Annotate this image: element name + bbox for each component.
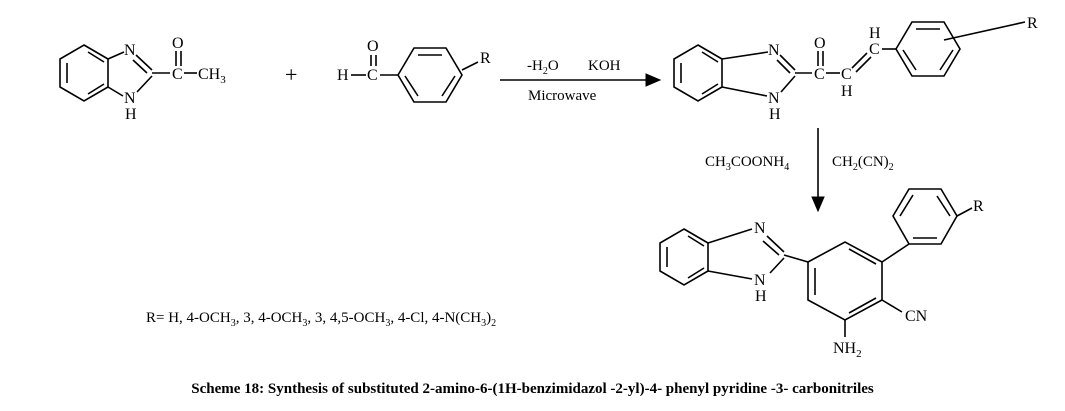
substituent-r: R [1027,15,1038,32]
aromatic-double-bond [902,49,917,71]
alkene-double-bond [851,52,868,69]
atom-h: H [869,25,881,42]
imidazole-double-bond [776,59,791,74]
reactant-benzaldehyde: H C O R [337,38,491,103]
aromatic-double-bond [899,194,914,217]
imidazole-bond [780,75,796,93]
aromatic-double-bond [848,297,877,314]
imidazole-bond [707,270,753,280]
benzene-ring [892,188,958,245]
aromatic-double-bond [939,49,954,71]
aromatic-double-bond [87,51,105,63]
amino-group: NH2 [833,340,862,360]
alkene-double-bond [855,56,872,73]
atom-c: C [869,41,880,58]
atom-c: C [814,66,825,83]
imidazole-bond [136,75,153,93]
imidazole-double-bond [132,59,148,74]
aryl-bond [881,243,910,263]
nitrile-group: CN [905,308,928,325]
aromatic-double-bond [687,267,705,279]
arrow-head [811,196,825,213]
aromatic-double-bond [404,75,419,97]
substituent-bond [956,207,973,217]
arrow-head [645,73,662,87]
imidazole-double-bond [762,240,780,256]
imidazole-bond [769,257,785,274]
reactant-acetylbenzimidazole: N N H O C CH3 [59,35,226,123]
atom-c: C [172,66,183,83]
methyl-group: CH3 [198,66,226,86]
atom-n: N [754,220,766,237]
imidazole-bond [107,86,124,97]
reaction-arrow-1: -H2O KOH Microwave [500,58,662,104]
imidazole-double-bond [135,54,153,71]
atom-o: O [814,35,826,52]
atom-h: H [125,106,137,123]
imidazole-bond [707,228,753,244]
chalcone-intermediate: N N H O C C H C H R [673,15,1038,123]
atom-h: H [337,67,349,84]
plus-sign: + [285,62,297,87]
aromatic-double-bond [87,83,105,95]
aromatic-double-bond [701,83,719,95]
nitrile-bond [881,299,903,313]
atom-nh: N [124,90,136,107]
substituent-bond [461,61,479,71]
atom-h: H [841,83,853,100]
substituent-r: R [480,50,491,67]
atom-c: C [367,67,378,84]
imidazole-bond [721,51,769,60]
reagent-ammonium-acetate: CH3COONH4 [705,154,789,173]
aromatic-double-bond [936,195,951,217]
r-group-list: R= H, 4-OCH3, 3, 4-OCH3, 3, 4,5-OCH3, 4-… [146,310,497,329]
atom-h: H [755,288,767,305]
condition-microwave: Microwave [528,88,597,104]
atom-c: C [841,66,852,83]
benzene-ring [397,47,463,103]
atom-o: O [172,35,184,52]
condition-water: -H2O [527,58,559,77]
central-ring [807,241,883,321]
reagent-malononitrile: CH2(CN)2 [832,154,894,173]
single-bond [783,254,809,263]
atom-n: N [768,42,780,59]
aromatic-double-bond [441,75,456,97]
aromatic-double-bond [687,235,705,247]
imidazole-bond [107,51,125,60]
scheme-caption: Scheme 18: Synthesis of substituted 2-am… [191,381,874,397]
imidazole-double-bond [766,235,785,253]
imidazole-double-bond [779,54,796,71]
imidazole-bond [721,86,768,97]
substituent-bond [943,21,1026,41]
aromatic-double-bond [701,51,719,63]
atom-nh: N [768,90,780,107]
atom-nh: N [754,272,766,289]
benzene-ring [895,21,961,77]
condition-koh: KOH [588,58,621,74]
substituent-r: R [973,198,984,215]
aromatic-double-bond [848,248,877,265]
atom-o: O [367,38,379,55]
reaction-arrow-2: CH3COONH4 CH2(CN)2 [705,128,894,213]
atom-h: H [769,106,781,123]
atom-n: N [124,42,136,59]
product-aminopyridine-carbonitrile: N N H NH2 CN R [659,188,984,360]
